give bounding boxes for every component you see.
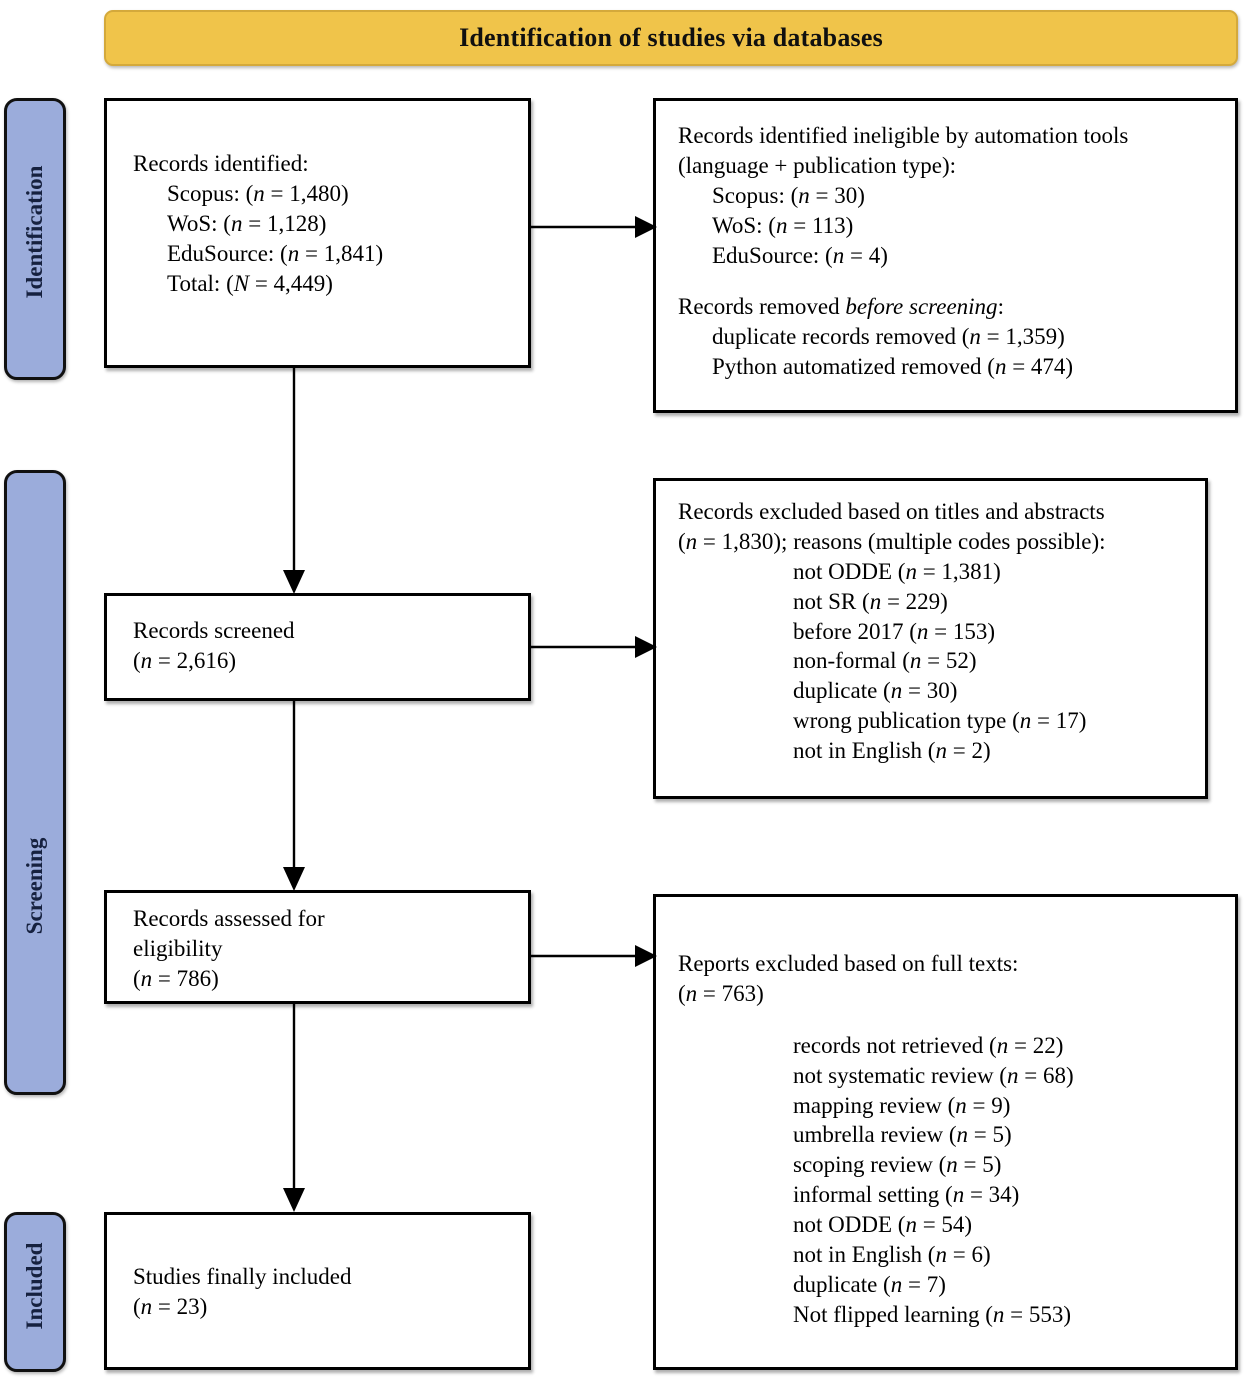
excluded-fulltext-reason-5: scoping review (n = 5) [793, 1152, 1002, 1178]
excluded-titles-heading-line1: Records excluded based on titles and abs… [678, 499, 1105, 524]
excluded-fulltext-reason-2: not systematic review (n = 68) [793, 1062, 1074, 1088]
records-removed-heading-post: : [997, 294, 1004, 320]
box-studies-included: Studies finally included (n = 23) [104, 1212, 531, 1370]
arrow-screened-to-eligibility [279, 701, 309, 891]
removed-duplicates: duplicate records removed (n = 1,359) [712, 324, 1065, 350]
excluded-titles-reason-4: non-formal (n = 52) [793, 648, 977, 674]
excluded-fulltext-reason-10: Not flipped learning (n = 553) [793, 1301, 1072, 1327]
box-records-assessed-eligibility: Records assessed for eligibility (n = 78… [104, 890, 531, 1004]
stage-rail-included: Included [4, 1212, 66, 1372]
excluded-fulltext-reason-9: duplicate (n = 7) [793, 1271, 946, 1297]
ineligible-edusource: EduSource: (n = 4) [712, 242, 888, 268]
box-records-ineligible: Records identified ineligible by automat… [653, 98, 1238, 413]
records-identified-heading: Records identified: [133, 151, 309, 176]
box-reports-excluded-fulltext-body: Reports excluded based on full texts: (n… [678, 949, 1074, 1330]
stage-rail-identification-label: Identification [22, 165, 47, 299]
stage-rail-screening: Screening [4, 470, 66, 1095]
ineligible-wos: WoS: (n = 113) [712, 212, 854, 238]
stage-rail-screening-label: Screening [22, 837, 47, 935]
excluded-fulltext-reason-7: not ODDE (n = 54) [793, 1212, 973, 1238]
excluded-fulltext-reason-1: records not retrieved (n = 22) [793, 1032, 1064, 1058]
box-records-screened-body: Records screened (n = 2,616) [133, 616, 295, 676]
stage-rail-included-label: Included [22, 1242, 47, 1330]
records-identified-total: Total: (N = 4,449) [167, 270, 333, 296]
studies-included-label: Studies finally included [133, 1264, 352, 1289]
ineligible-heading-line1: Records identified ineligible by automat… [678, 123, 1129, 148]
stage-rail-identification: Identification [4, 98, 66, 380]
box-studies-included-body: Studies finally included (n = 23) [133, 1262, 351, 1322]
studies-included-count: (n = 23) [133, 1293, 208, 1319]
excluded-titles-reason-7: not in English (n = 2) [793, 738, 991, 764]
excluded-titles-reason-2: not SR (n = 229) [793, 588, 948, 614]
records-identified-edusource: EduSource: (n = 1,841) [167, 240, 384, 266]
excluded-titles-heading-line2: (n = 1,830); reasons (multiple codes pos… [678, 528, 1106, 554]
arrow-identified-to-ineligible [531, 214, 657, 240]
eligibility-label-line1: Records assessed for [133, 906, 325, 931]
box-records-excluded-titles: Records excluded based on titles and abs… [653, 478, 1208, 799]
ineligible-heading-line2: (language + publication type): [678, 152, 957, 178]
excluded-fulltext-spacer [678, 1009, 1074, 1031]
excluded-titles-reason-3: before 2017 (n = 153) [793, 618, 996, 644]
box-records-identified: Records identified: Scopus: (n = 1,480) … [104, 98, 531, 368]
excluded-titles-reason-6: wrong publication type (n = 17) [793, 708, 1087, 734]
box-records-screened: Records screened (n = 2,616) [104, 593, 531, 701]
excluded-fulltext-reason-6: informal setting (n = 34) [793, 1182, 1020, 1208]
ineligible-scopus: Scopus: (n = 30) [712, 182, 865, 208]
eligibility-label-line2: eligibility [133, 935, 223, 961]
records-removed-heading-emphasis: before screening [845, 294, 998, 320]
ineligible-spacer [678, 270, 1128, 292]
records-removed-heading: Records removed before screening: [678, 292, 1128, 322]
arrow-eligibility-to-included [279, 1004, 309, 1212]
records-screened-label: Records screened [133, 618, 295, 643]
records-identified-scopus: Scopus: (n = 1,480) [167, 180, 349, 206]
excluded-fulltext-count: (n = 763) [678, 980, 764, 1006]
eligibility-count: (n = 786) [133, 965, 219, 991]
page-title: Identification of studies via databases [459, 23, 883, 52]
excluded-titles-reason-1: not ODDE (n = 1,381) [793, 558, 1001, 584]
excluded-fulltext-heading: Reports excluded based on full texts: [678, 951, 1019, 976]
box-records-assessed-eligibility-body: Records assessed for eligibility (n = 78… [133, 904, 325, 994]
records-removed-heading-pre: Records removed [678, 294, 846, 320]
excluded-fulltext-reason-8: not in English (n = 6) [793, 1242, 991, 1268]
box-records-identified-body: Records identified: Scopus: (n = 1,480) … [133, 149, 383, 298]
arrow-eligibility-to-excluded-fulltext [531, 943, 657, 969]
records-screened-count: (n = 2,616) [133, 647, 237, 673]
excluded-titles-reason-5: duplicate (n = 30) [793, 678, 958, 704]
box-records-ineligible-body: Records identified ineligible by automat… [678, 121, 1128, 382]
removed-python: Python automatized removed (n = 474) [712, 354, 1074, 380]
box-reports-excluded-fulltext: Reports excluded based on full texts: (n… [653, 894, 1238, 1370]
excluded-fulltext-reason-4: umbrella review (n = 5) [793, 1122, 1012, 1148]
box-records-excluded-titles-body: Records excluded based on titles and abs… [678, 497, 1106, 766]
arrow-screened-to-excluded-titles [531, 634, 657, 660]
arrow-identified-to-screened [279, 368, 309, 594]
diagram-header-banner: Identification of studies via databases [104, 10, 1238, 66]
records-identified-wos: WoS: (n = 1,128) [167, 210, 327, 236]
excluded-fulltext-reason-3: mapping review (n = 9) [793, 1092, 1011, 1118]
